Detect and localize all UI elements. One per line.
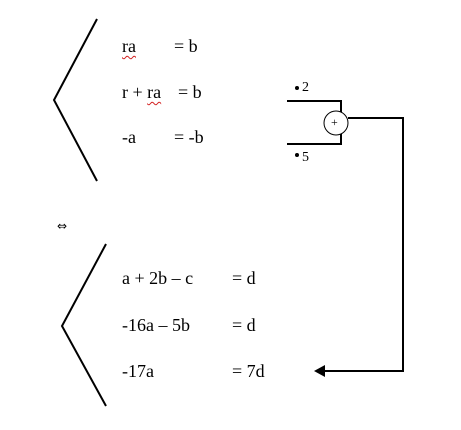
top-row-3-rhs: = -b bbox=[174, 127, 204, 147]
bottom-row-3-rhs: = 7d bbox=[232, 361, 265, 381]
top-row-3-lhs: -a bbox=[122, 127, 136, 147]
adder-output-line bbox=[318, 117, 404, 372]
lower-multiplier-label: 5 bbox=[302, 150, 309, 165]
lower-bullet-icon bbox=[295, 153, 299, 157]
top-row-2-rhs: = b bbox=[178, 82, 202, 102]
adder-lower-input-line bbox=[287, 133, 342, 145]
equivalence-icon: ⇔ bbox=[57, 219, 68, 233]
bottom-row-2-lhs: -16a – 5b bbox=[122, 315, 190, 335]
adder-circle bbox=[323, 110, 349, 136]
bottom-row-3-lhs: -17a bbox=[122, 361, 154, 381]
top-row-1-rhs: = b bbox=[174, 36, 198, 56]
adder-upper-input-line bbox=[287, 100, 342, 113]
bottom-row-1-rhs: = d bbox=[232, 268, 256, 288]
upper-bullet-icon bbox=[295, 86, 299, 90]
arrowhead-icon bbox=[314, 365, 325, 377]
bottom-system-brace bbox=[60, 243, 107, 407]
upper-multiplier-label: 2 bbox=[302, 80, 309, 95]
adder-plus-symbol: + bbox=[331, 115, 338, 129]
bottom-row-2-rhs: = d bbox=[232, 315, 256, 335]
top-row-2-lhs: r + ra bbox=[122, 82, 162, 102]
bottom-row-1-lhs: a + 2b – c bbox=[122, 268, 194, 288]
top-system-brace bbox=[52, 18, 98, 182]
top-row-1-lhs: ra bbox=[122, 36, 136, 56]
